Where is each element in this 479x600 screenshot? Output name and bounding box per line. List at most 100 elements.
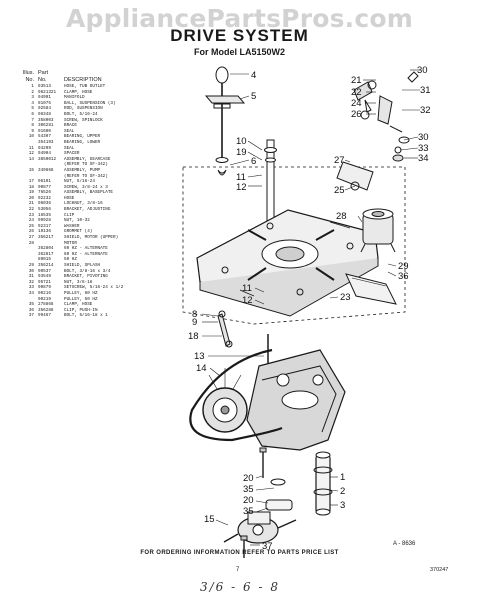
row-description: ASSEMBLY, BASEPLATE [64,190,113,196]
callout-3: 3 [340,500,345,511]
row-illus-no: 31 [28,274,34,280]
ordering-footer: FOR ORDERING INFORMATION REFER TO PARTS … [140,550,339,556]
callout-12: 12 [236,182,247,193]
row-illus-no: 32 [28,279,34,285]
callout-numbers: 4 5 6 10 19 11 12 21 22 24 26 30 31 32 3… [188,65,431,552]
row-illus-no: 30 [28,268,34,274]
row-part-no: 356288 [38,307,54,313]
row-part-no: 92232 [38,195,51,201]
callout-2: 2 [340,486,345,497]
row-part-no: 90216 [38,290,51,296]
callout-20: 20 [243,495,254,506]
splash-shield [345,273,397,305]
callout-37: 37 [262,541,273,552]
callout-10: 10 [236,136,247,147]
row-illus-no: 9 [31,128,34,134]
row-description: SEAL [64,145,75,151]
row-part-no: 362817 [38,251,54,257]
row-illus-no: 35 [28,302,34,308]
header-illus: Illus. [22,70,34,76]
header-part-no: No. [38,77,47,83]
row-description: HOSE [64,195,75,201]
row-part-no: 278868 [38,302,54,308]
row-illus-no: 37 [28,313,34,319]
row-part-no: 94991 [38,95,51,101]
row-illus-no: 36 [28,307,34,313]
row-description: BEARING, UPPER [64,134,101,140]
row-description: BOLT, 5/16-24 [64,111,98,117]
page-subtitle: For Model LA5150W2 [193,47,285,57]
row-illus-no: 18 [28,184,34,190]
row-part-no: 99467 [38,313,51,319]
row-illus-no: 20 [28,195,34,201]
header-description: DESCRIPTION [64,77,102,83]
row-description: ASSEMBLY, PUMP [64,167,101,173]
row-illus-no: 21 [28,201,34,207]
row-illus-no: 1 [31,84,34,89]
callout-15: 15 [204,514,215,525]
baseplate-group-outline [182,166,406,325]
row-description: BALL, SUSPENSION (3) [64,100,116,106]
row-description: 60 HZ - ALTERNATE [64,251,108,257]
brace [217,310,233,348]
row-illus-no: 12 [28,151,34,157]
callout-1: 1 [340,472,345,483]
motor [336,161,396,253]
parts-table-row: 362817 60 HZ - ALTERNATE [22,252,187,258]
row-part-no: 92584 [38,106,51,112]
callout-23: 23 [340,292,351,303]
row-description: ROD, SUSPENSION [64,106,103,112]
callout-35b: 35 [243,506,254,517]
row-part-no: 91600 [38,128,51,134]
parts-table-row: 37 99467 BOLT, 5/16-18 x 1 [22,313,187,319]
row-description: LOCKNUT, 3/8-16 [64,201,103,207]
callout-36: 36 [398,271,409,282]
row-description: SPACER [64,151,80,157]
row-illus-no: 15 [28,167,34,173]
callout-32: 32 [420,105,431,116]
row-illus-no: 4 [31,100,34,106]
page-title: DRIVE SYSTEM [170,26,309,45]
row-description: (REFER TO SF-342) [64,162,108,168]
row-description: SHIELD, SPLASH [64,263,101,268]
row-part-no: 9621321 [38,89,57,95]
row-description: BOLT, 3/8-16 x 3/4 [64,268,111,274]
row-description: BOLT, 5/16-18 x 1 [64,313,108,319]
header-illus-no: No. [25,77,34,83]
callout-12b: 12 [242,295,253,306]
row-illus-no: 22 [28,207,34,213]
row-part-no: 98348 [38,111,51,117]
row-illus-no: 7 [31,117,34,123]
row-illus-no: 26 [28,229,34,235]
callout-26: 26 [351,109,362,120]
callout-14: 14 [196,363,207,374]
row-part-no: 93549 [38,274,51,280]
callout-19: 19 [236,147,247,158]
callout-33: 33 [418,143,429,154]
callout-9: 9 [192,317,197,328]
row-illus-no: 28 [28,240,34,246]
callout-18: 20 [243,473,254,484]
callout-30b: 30 [418,132,429,143]
